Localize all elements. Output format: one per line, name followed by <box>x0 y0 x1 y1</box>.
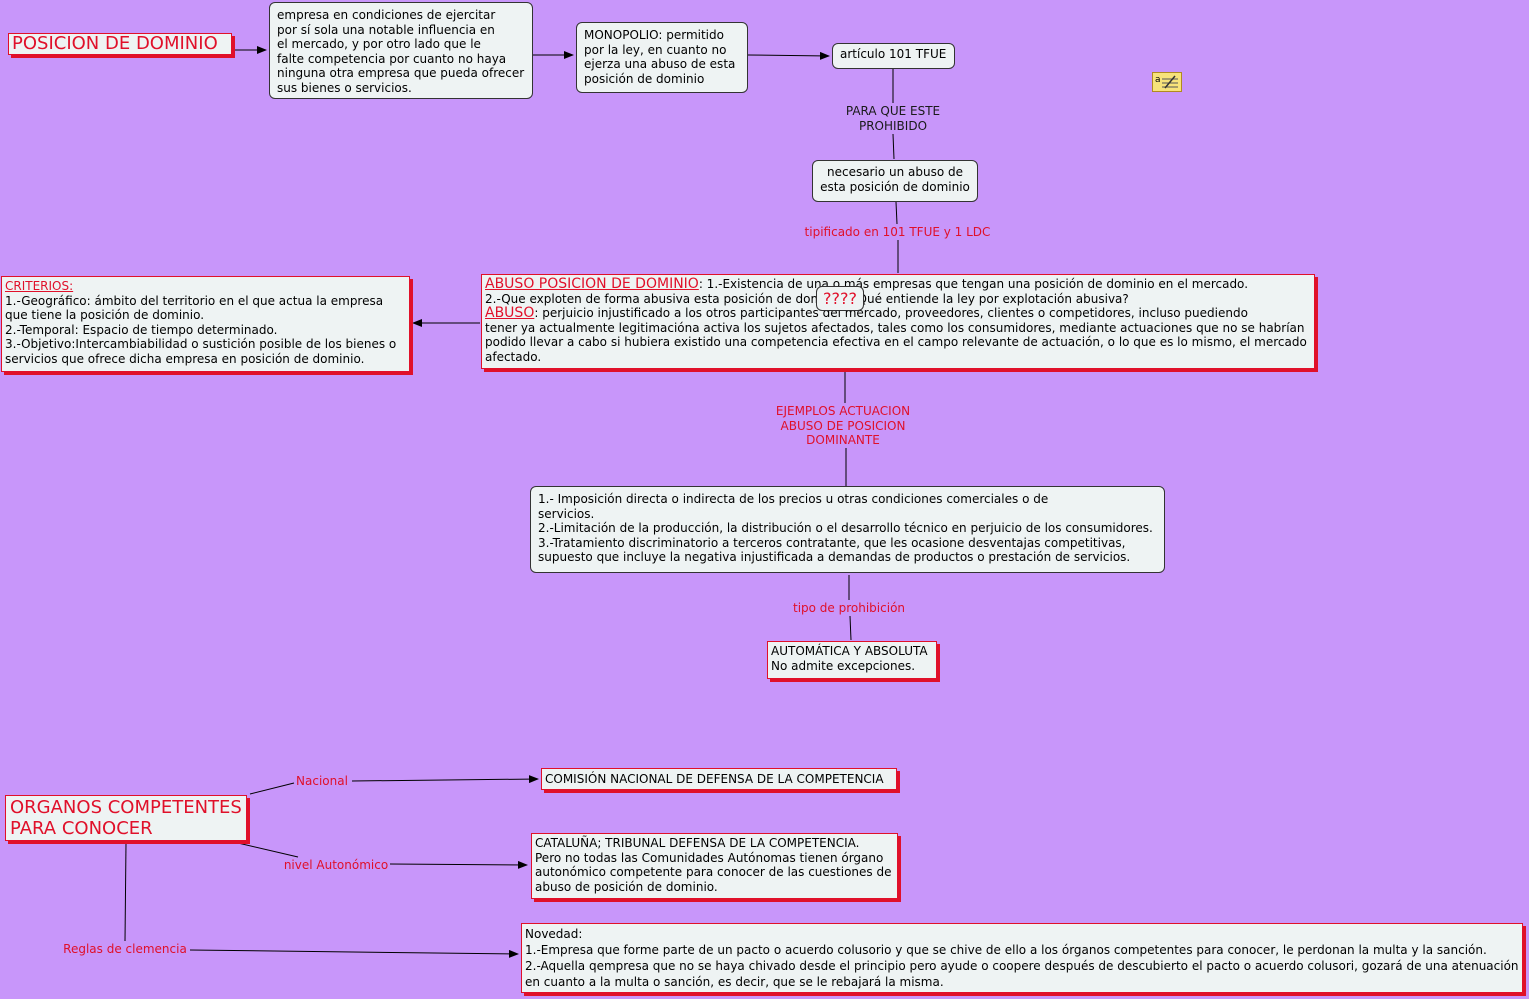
question-marks[interactable]: ???? <box>816 286 864 311</box>
link-organos-autonomico <box>237 842 299 858</box>
abuso-sub-header: ABUSO <box>485 305 535 322</box>
abuso-line3: : perjuicio injustificado a los otros pa… <box>485 306 1307 364</box>
link-autonomico-cataluna <box>389 860 528 869</box>
node-cncc[interactable]: COMISIÓN NACIONAL DE DEFENSA DE LA COMPE… <box>541 768 897 790</box>
svg-text:a: a <box>1155 75 1161 85</box>
node-articulo-101[interactable]: artículo 101 TFUE <box>832 43 955 69</box>
node-necesario-abuso[interactable]: necesario un abuso de esta posición de d… <box>812 160 978 202</box>
node-empresa[interactable]: empresa en condiciones de ejercitar por … <box>269 2 533 99</box>
node-automatica-absoluta[interactable]: AUTOMÁTICA Y ABSOLUTA No admite excepcio… <box>767 641 937 679</box>
abuso-header: ABUSO POSICION DE DOMINIO <box>485 276 699 292</box>
link-clemencia-novedad <box>189 949 519 958</box>
node-cataluna[interactable]: CATALUÑA; TRIBUNAL DEFENSA DE LA COMPETE… <box>531 833 898 899</box>
link-necesario-label <box>895 201 898 225</box>
node-monopolio[interactable]: MONOPOLIO: permitido por la ley, en cuan… <box>576 22 748 93</box>
link-label-necesario <box>892 133 895 160</box>
label-para-que-prohibido: PARA QUE ESTE PROHIBIDO <box>845 104 941 133</box>
abuso-line2: 2.-Que exploten de forma abusiva esta po… <box>485 291 1129 306</box>
criterios-body: 1.-Geográfico: ámbito del territorio en … <box>5 293 397 366</box>
title-posicion-dominio[interactable]: POSICION DE DOMINIO <box>8 33 232 55</box>
node-abuso-posicion-dominio[interactable]: ABUSO POSICION DE DOMINIO: 1.-Existencia… <box>481 274 1315 369</box>
note-icon-glyph: a <box>1155 75 1178 89</box>
label-nacional: Nacional <box>296 774 348 788</box>
label-tipificado: tipificado en 101 TFUE y 1 LDC <box>804 225 991 239</box>
label-nivel-autonomico: nivel Autonómico <box>283 858 389 872</box>
note-icon[interactable]: a <box>1152 72 1182 92</box>
node-novedad[interactable]: Novedad: 1.-Empresa que forme parte de u… <box>521 923 1523 993</box>
label-reglas-clemencia: Reglas de clemencia <box>63 942 187 956</box>
link-nacional-cncc <box>351 775 539 784</box>
link-organos-nacional <box>249 782 295 795</box>
criterios-header: CRITERIOS: <box>5 279 74 293</box>
label-ejemplos-actuacion: EJEMPLOS ACTUACION ABUSO DE POSICION DOM… <box>775 404 911 448</box>
label-tipo-prohibicion: tipo de prohibición <box>792 601 906 615</box>
node-criterios[interactable]: CRITERIOS:1.-Geográfico: ámbito del terr… <box>1 276 410 372</box>
link-label-automatica <box>849 615 852 641</box>
node-ejemplos[interactable]: 1.- Imposición directa o indirecta de lo… <box>530 486 1165 573</box>
abuso-line1: : 1.-Existencia de una o más empresas qu… <box>698 277 1249 291</box>
link-organos-clemencia <box>124 842 127 942</box>
link-monopolio-articulo <box>747 51 830 60</box>
title-organos-competentes[interactable]: ORGANOS COMPETENTES PARA CONOCER <box>5 795 247 841</box>
